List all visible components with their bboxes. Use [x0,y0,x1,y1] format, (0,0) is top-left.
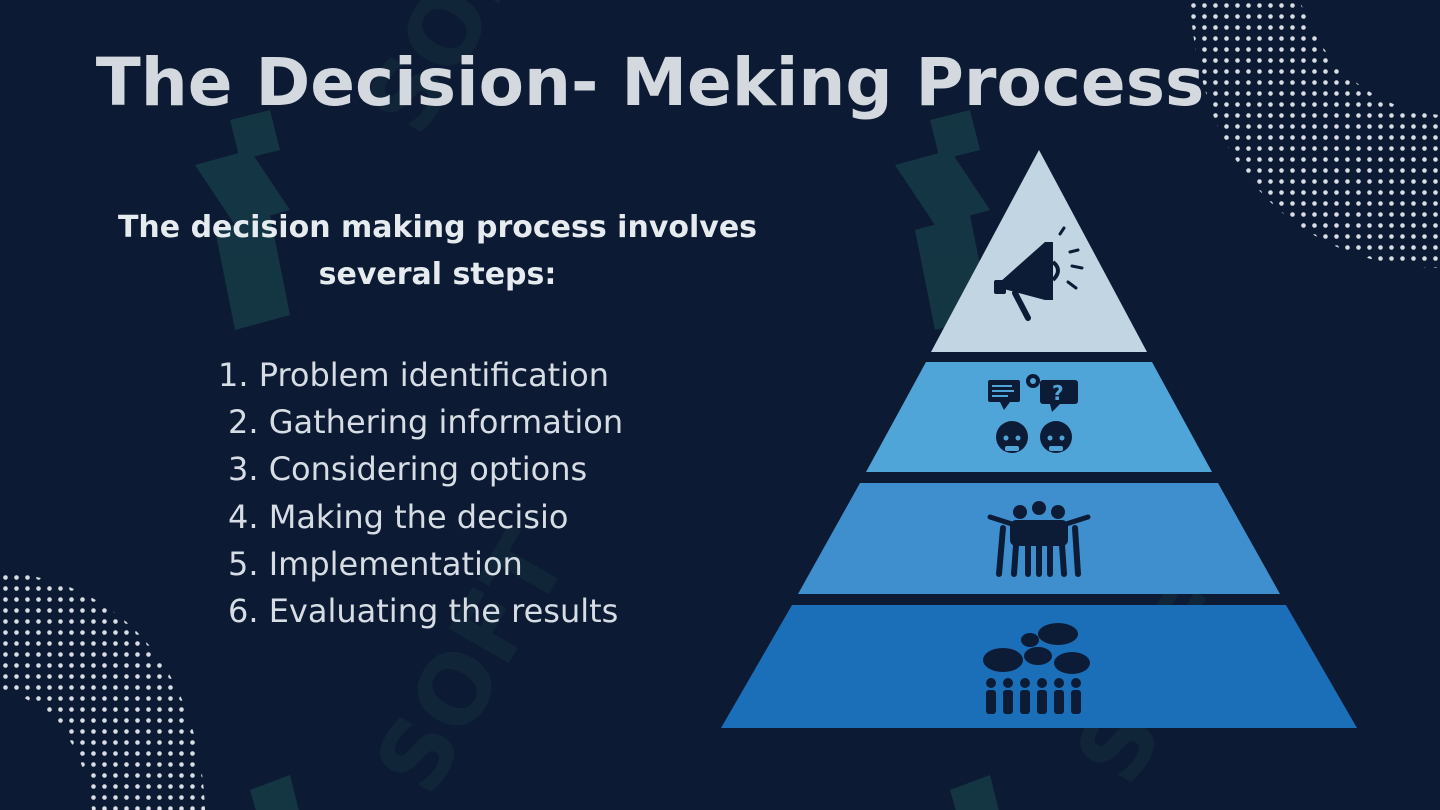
steps-list: 1. Problem identification 2. Gathering i… [218,352,778,635]
team-icon [987,501,1091,577]
dot-pattern-top-right [1190,0,1440,268]
dot-pattern-bottom-left [0,572,205,810]
svg-text:?: ? [1052,381,1064,405]
step-item-4: 4. Making the decisio [228,497,569,536]
discussion-icon: ? [988,374,1078,453]
step-item-3: 3. Considering options [228,450,588,489]
step-item-2: 2. Gathering information [228,403,624,442]
pyramid-level-2 [866,362,1212,472]
pyramid-level-4 [721,605,1357,728]
slide-title: The Decision- Meking Process [95,44,1205,121]
megaphone-icon [994,226,1084,321]
step-item-1: 1. Problem identification [218,356,609,394]
crowd-icon [983,623,1090,714]
intro-text: The decision making process involves sev… [117,210,758,292]
step-item-6: 6. Evaluating the results [228,592,619,631]
step-item-5: 5. Implementation [228,544,523,583]
